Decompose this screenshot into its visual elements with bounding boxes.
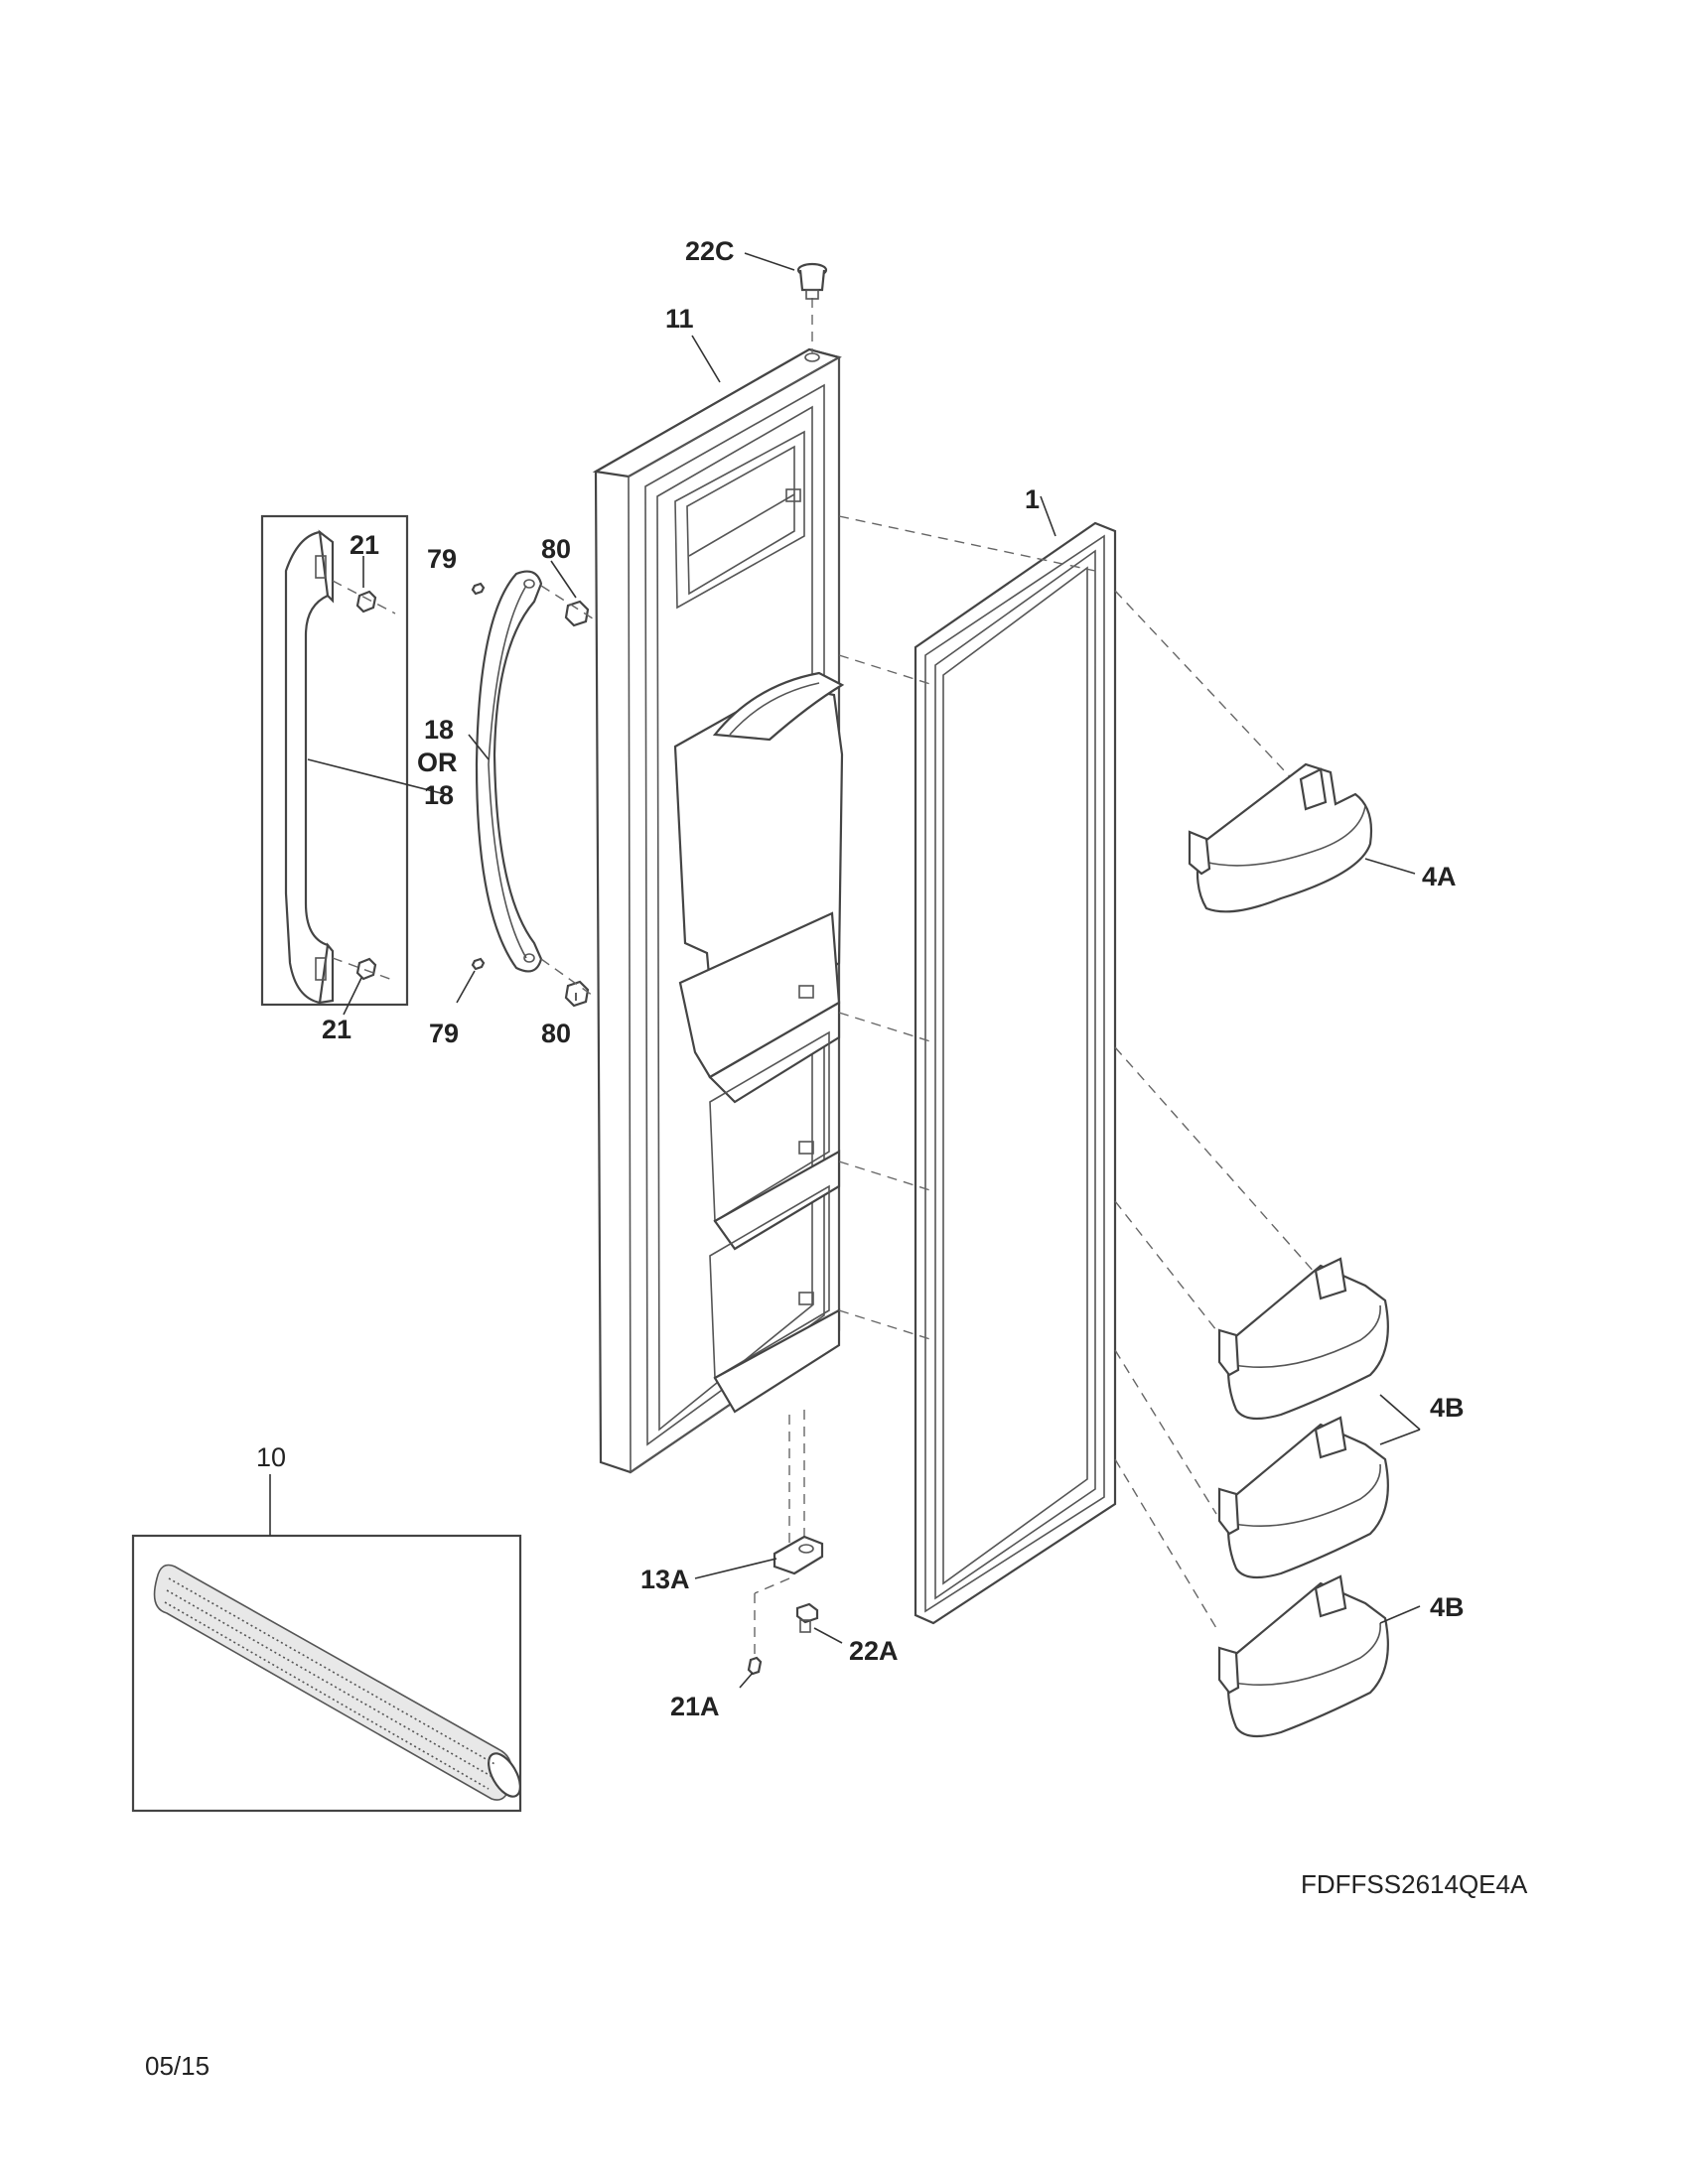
callout-79-top: 79 [427,544,457,574]
callout-4b-2: 4B [1430,1592,1465,1622]
door-bin-4b-1 [1217,1257,1389,1421]
model-code: FDFFSS2614QE4A [1301,1869,1528,1899]
callout-4a: 4A [1422,862,1457,891]
callout-21-top: 21 [350,530,379,560]
leader-lines [269,252,1421,1689]
callout-1: 1 [1025,484,1040,514]
callout-18-b: 18 [424,780,454,810]
callout-13a: 13A [640,1565,690,1594]
handle-kit-box [260,514,409,1007]
callout-18-or: OR [417,748,458,777]
door-bin-4b-3 [1217,1574,1389,1738]
callout-21-bottom: 21 [322,1015,352,1044]
callout-11: 11 [665,304,694,334]
door-gasket [914,521,1117,1625]
callout-10: 10 [256,1442,286,1472]
door-bin-4b-2 [1217,1416,1389,1579]
callout-18-a: 18 [424,715,454,745]
callout-labels: 22C 11 1 21 79 80 18 OR 18 21 79 80 4A 4… [256,236,1465,1721]
callout-79-bottom: 79 [429,1019,459,1048]
door-bin-4a [1188,762,1373,913]
callout-4b-1: 4B [1430,1393,1465,1423]
curved-handle [471,570,597,1008]
callout-22c: 22C [685,236,735,266]
callout-22a: 22A [849,1636,899,1666]
callout-80-bottom: 80 [541,1019,571,1048]
water-tube-box [131,1534,522,1813]
hinge-cap-22c [796,262,828,300]
door-assembly [592,347,845,1474]
callout-80-top: 80 [541,534,571,564]
callout-21a: 21A [670,1692,720,1721]
revision-date: 05/15 [145,2051,210,2081]
projection-lines [811,298,1332,1629]
lower-hinge-parts [747,1410,824,1676]
